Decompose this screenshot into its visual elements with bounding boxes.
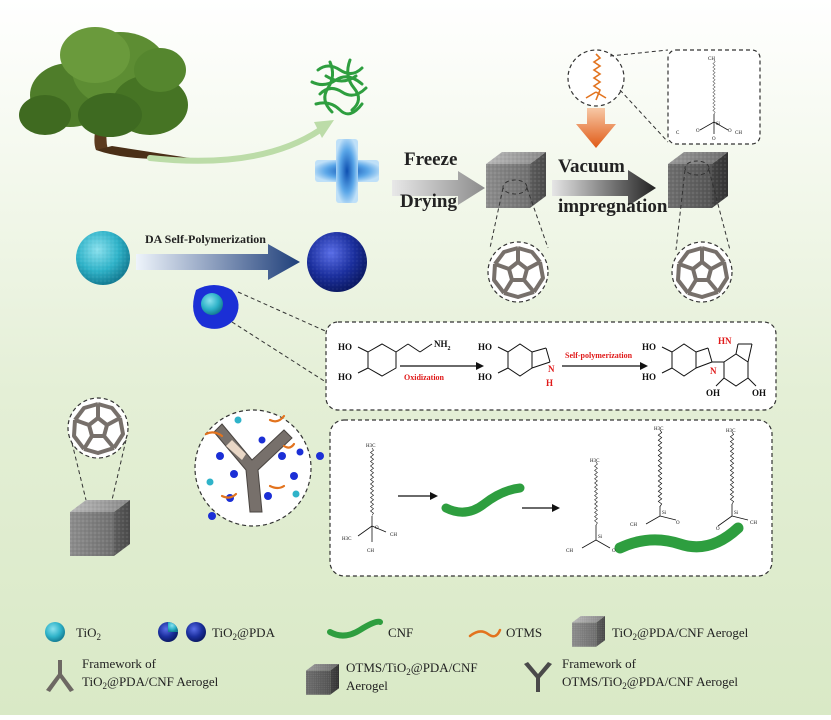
svg-text:Aerogel: Aerogel — [346, 678, 388, 693]
graft-si-2: Si — [662, 511, 667, 516]
legend-tio2: TiO2 — [45, 622, 101, 642]
freeze-label: Freeze — [404, 149, 457, 170]
vacuum-impregnation-arrow — [552, 170, 656, 206]
dopamine-ho-top: HO — [338, 342, 352, 352]
legend: TiO2 TiO2@PDA CNF OTMS TiO2@PDA/CNF Aero… — [45, 616, 749, 695]
da-polymerization-label: DA Self-Polymerization — [145, 232, 266, 246]
da-polymerization-arrow — [136, 244, 300, 280]
product-hn: HN — [718, 336, 732, 346]
freeze-drying-arrow — [392, 171, 485, 205]
svg-text:TiO2@PDA/CNF Aerogel: TiO2@PDA/CNF Aerogel — [82, 674, 219, 691]
otms-h3c-top: CH — [708, 57, 715, 62]
free-otms-h3c-2: H3C — [342, 537, 352, 542]
svg-text:TiO2@PDA/CNF Aerogel: TiO2@PDA/CNF Aerogel — [612, 625, 749, 642]
product-oh-right: OH — [752, 388, 766, 398]
legend-aerogel: TiO2@PDA/CNF Aerogel — [572, 616, 749, 647]
tree-to-cnf-arrow — [147, 120, 334, 164]
svg-text:TiO2@PDA: TiO2@PDA — [212, 625, 276, 642]
otms-o-right: O — [728, 129, 732, 134]
svg-text:Framework of: Framework of — [82, 656, 157, 671]
otms-structure-box: CH Si C CH O O O — [667, 49, 761, 145]
graft-si-1: Si — [598, 535, 603, 540]
plus-symbol — [315, 139, 379, 203]
dopamine-ho-bottom: HO — [338, 372, 352, 382]
otms-ch3: CH — [735, 131, 742, 136]
graft-ch3-2: CH — [630, 523, 637, 528]
free-otms-ch3: CH — [390, 533, 397, 538]
aerogel-cube — [486, 152, 546, 208]
indole-h: H — [546, 378, 553, 388]
product-ho-bottom: HO — [642, 372, 656, 382]
impregnation-label: impregnation — [558, 196, 668, 217]
framework-with-particles-circle — [194, 409, 312, 527]
graft-h3c-3: H3C — [726, 429, 736, 434]
self-polymerization-label: Self-polymerization — [565, 351, 633, 360]
legend-framework-1: Framework of TiO2@PDA/CNF Aerogel — [46, 656, 219, 692]
graft-h3c-1: H3C — [590, 459, 600, 464]
product-ho-top: HO — [642, 342, 656, 352]
zoom-lines-2 — [675, 160, 731, 251]
pda-zoom-lines — [231, 291, 333, 387]
indole-ho-bottom: HO — [478, 372, 492, 382]
tree-illustration — [19, 27, 190, 159]
otms-o-bottom: O — [712, 137, 716, 142]
legend-otms-aerogel: OTMS/TiO2@PDA/CNF Aerogel — [306, 660, 478, 695]
indole-ho-top: HO — [478, 342, 492, 352]
pda-cross-section — [193, 285, 239, 329]
cnf-fiber-tangle — [310, 58, 368, 116]
vacuum-label: Vacuum — [558, 156, 625, 177]
otms-si: Si — [716, 122, 721, 127]
legend-otms: OTMS — [468, 625, 542, 640]
orange-down-arrow — [576, 108, 616, 148]
legend-framework-2: Framework of OTMS/TiO2@PDA/CNF Aerogel — [524, 656, 738, 692]
aerogel-cube-lower — [70, 500, 130, 556]
tio2-pda-particle — [307, 232, 367, 292]
graft-ch3-1: CH — [566, 549, 573, 554]
free-otms-o: O — [375, 526, 379, 531]
drying-label: Drying — [400, 191, 458, 212]
graft-o-1: O — [612, 549, 616, 554]
svg-text:OTMS: OTMS — [506, 625, 542, 640]
otms-zoom-lines — [609, 49, 669, 143]
side-particles — [208, 452, 324, 520]
svg-text:CNF: CNF — [388, 625, 413, 640]
indole-n: N — [548, 364, 555, 374]
free-otms-h3c: H3C — [366, 444, 376, 449]
graft-ch3-3: CH — [750, 521, 757, 526]
otms-aerogel-cube — [668, 152, 728, 208]
product-oh-left: OH — [706, 388, 720, 398]
otms-h3c: C — [676, 131, 680, 136]
legend-cnf: CNF — [327, 618, 413, 640]
svg-text:OTMS/TiO2@PDA/CNF: OTMS/TiO2@PDA/CNF — [346, 660, 478, 677]
framework-zoom-circle — [486, 240, 550, 304]
svg-text:Framework of: Framework of — [562, 656, 637, 671]
product-n: N — [710, 366, 717, 376]
graft-o-2: O — [676, 521, 680, 526]
framework-zoom-circle-2 — [670, 240, 734, 304]
otms-o-left: O — [696, 129, 700, 134]
graft-o-3: O — [716, 527, 720, 532]
svg-text:OTMS/TiO2@PDA/CNF Aerogel: OTMS/TiO2@PDA/CNF Aerogel — [562, 674, 738, 691]
legend-tio2-pda: TiO2@PDA — [158, 622, 276, 642]
oxidization-label: Oxidization — [404, 373, 445, 382]
zoom-lines — [489, 179, 549, 249]
otms-molecule-circle — [567, 49, 625, 107]
graft-h3c-2: H3C — [654, 427, 664, 432]
reaction-box: HO HO NH2 Oxidization HO HO N H Self-pol… — [325, 321, 777, 411]
otms-cnf-reaction-box: H3C H3C CH CH O H3C H3C H3C Si Si Si CH … — [329, 419, 773, 577]
framework-circle-left — [66, 396, 130, 460]
svg-text:TiO2: TiO2 — [76, 625, 101, 642]
free-otms-ch3-b: CH — [367, 549, 374, 554]
dopamine-nh2: NH2 — [434, 339, 451, 352]
graft-si-3: Si — [734, 511, 739, 516]
tio2-particle — [76, 231, 130, 285]
